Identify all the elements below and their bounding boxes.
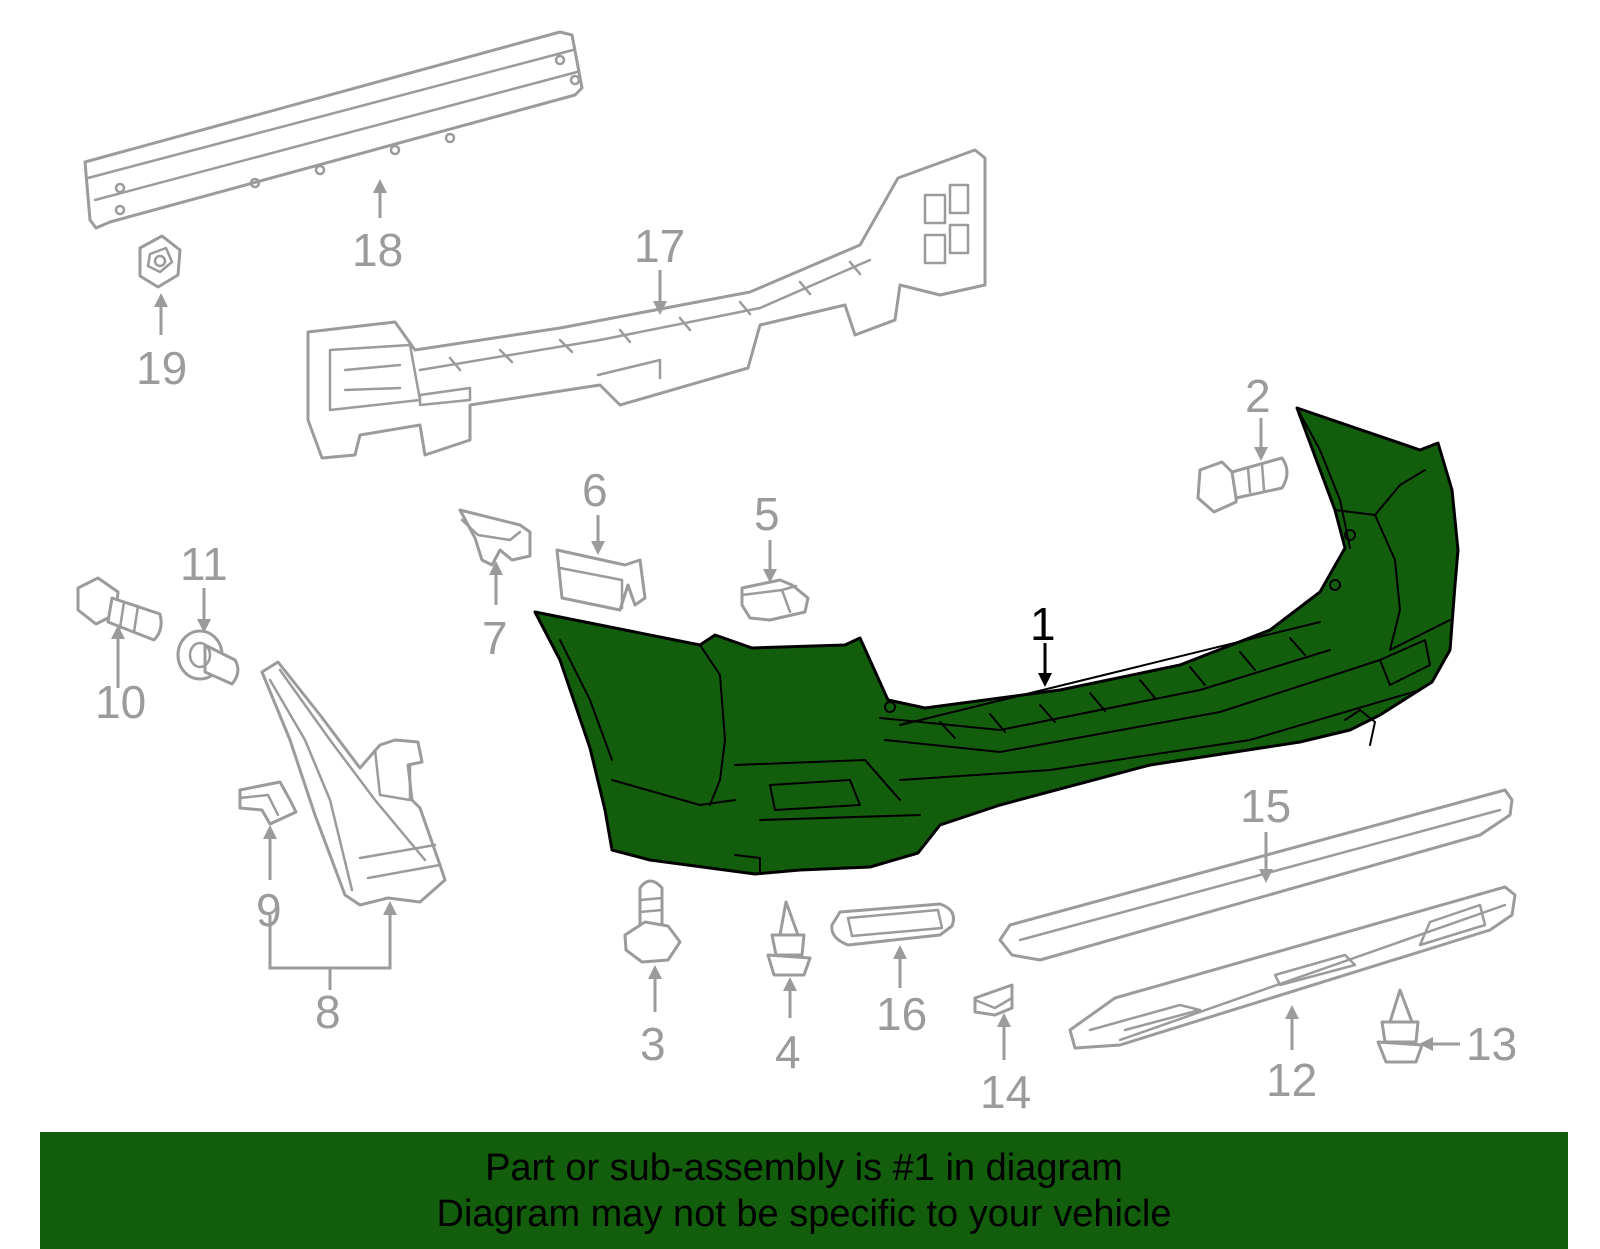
info-banner: Part or sub-assembly is #1 in diagram Di… xyxy=(40,1132,1568,1249)
callout-14: 14 xyxy=(980,1066,1031,1118)
part-12-step-pad[interactable] xyxy=(1068,885,1517,1050)
callout-4: 4 xyxy=(775,1026,801,1078)
callout-19: 19 xyxy=(136,342,187,394)
banner-line-1: Part or sub-assembly is #1 in diagram xyxy=(485,1146,1123,1189)
leader-8-bracket xyxy=(268,914,392,970)
part-16-reflector[interactable] xyxy=(830,902,955,947)
part-13-push-clip[interactable] xyxy=(1376,988,1424,1064)
callout-13: 13 xyxy=(1466,1018,1517,1070)
callout-17: 17 xyxy=(634,220,685,272)
callout-16: 16 xyxy=(876,988,927,1040)
part-19-nut[interactable] xyxy=(138,234,182,289)
part-1-bumper-cover[interactable] xyxy=(533,406,1460,876)
callout-2: 2 xyxy=(1245,370,1271,422)
callout-numbers: 1 2 3 4 5 6 7 8 9 10 11 12 13 14 15 16 1… xyxy=(95,220,1517,1118)
part-10-bolt[interactable] xyxy=(76,576,163,642)
callout-6: 6 xyxy=(582,464,608,516)
callout-10: 10 xyxy=(95,676,146,728)
callout-15: 15 xyxy=(1240,780,1291,832)
part-2-bolt[interactable] xyxy=(1196,456,1289,514)
part-4-push-clip[interactable] xyxy=(766,900,812,977)
banner-line-2: Diagram may not be specific to your vehi… xyxy=(436,1192,1172,1235)
callout-leaders xyxy=(111,179,1460,1060)
part-17-energy-absorber[interactable] xyxy=(306,148,987,460)
callout-11: 11 xyxy=(180,538,228,590)
callout-12: 12 xyxy=(1266,1054,1317,1106)
part-8-side-bracket[interactable] xyxy=(260,660,447,907)
callout-5: 5 xyxy=(754,488,780,540)
callout-9: 9 xyxy=(256,884,282,936)
callout-8: 8 xyxy=(315,986,341,1038)
part-6-bracket[interactable] xyxy=(555,548,647,612)
part-9-clip[interactable] xyxy=(238,780,298,826)
callout-1: 1 xyxy=(1030,598,1056,650)
callout-18: 18 xyxy=(352,224,403,276)
part-5-retainer[interactable] xyxy=(740,578,810,622)
part-11-clip[interactable] xyxy=(176,629,240,686)
part-18-reinforcement-bar[interactable] xyxy=(83,30,584,230)
part-7-bracket[interactable] xyxy=(458,508,532,567)
part-3-bolt[interactable] xyxy=(623,879,682,964)
callout-7: 7 xyxy=(482,612,508,664)
callout-3: 3 xyxy=(640,1018,666,1070)
part-14-clip[interactable] xyxy=(973,983,1014,1017)
